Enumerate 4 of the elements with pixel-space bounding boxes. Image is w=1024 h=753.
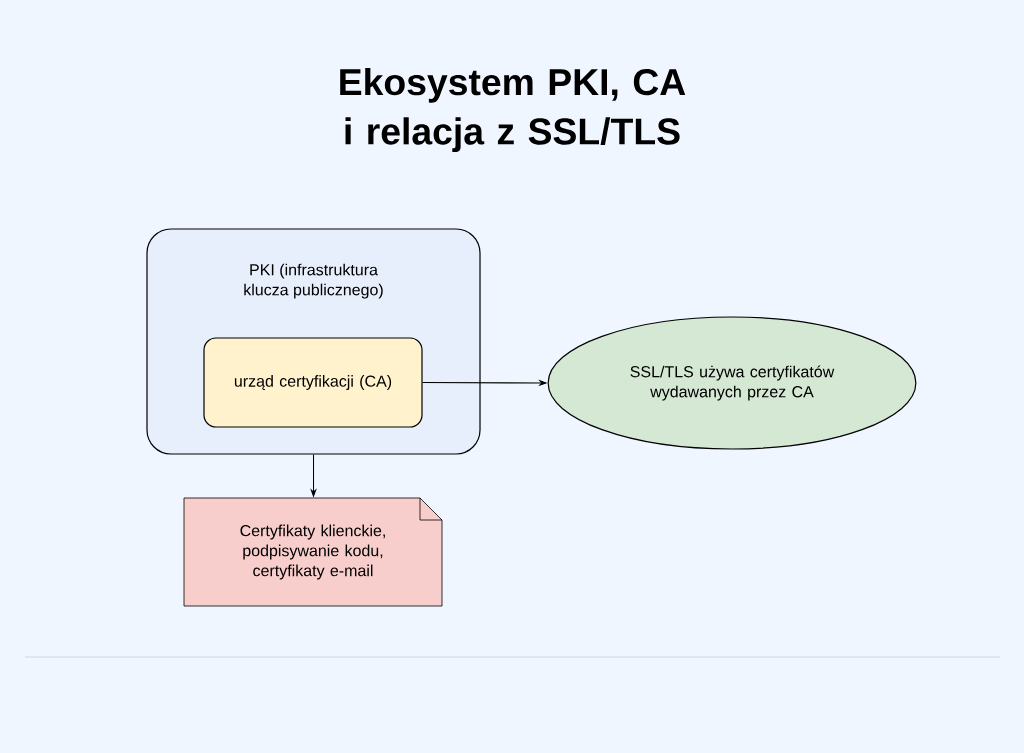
note-box: Certyfikaty klienckie, podpisywanie kodu, certyfikaty e-mail [183, 497, 443, 607]
process-box: urząd certyfikacji (CA) [203, 337, 423, 428]
title: Ekosystem PKI, CA i relacja z SSL/TLS [340, 67, 686, 153]
ellipse-node: SSL/TLS używa certyfikatów wydawanych przez CA [547, 316, 917, 450]
